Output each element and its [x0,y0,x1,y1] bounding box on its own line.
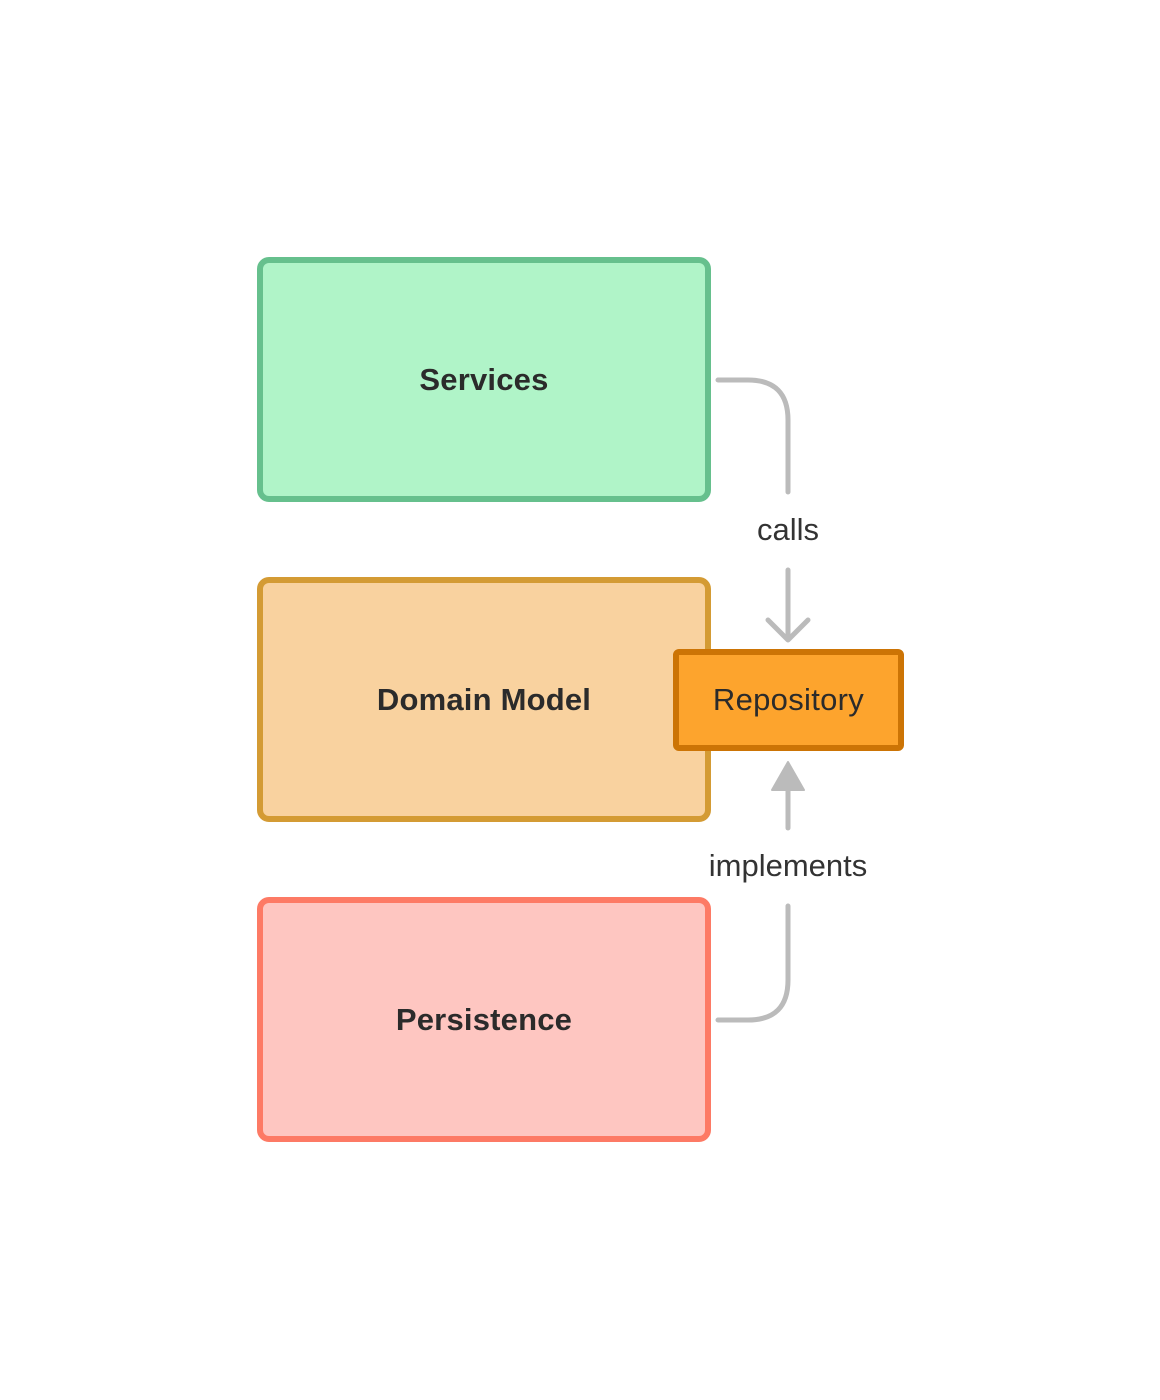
persistence-layer-box[interactable]: Persistence [257,897,711,1142]
calls-edge-label: calls [756,512,820,548]
repository-label: Repository [712,682,865,717]
calls-arrowhead-icon [765,617,811,643]
domain-model-label: Domain Model [376,681,592,717]
repository-box[interactable]: Repository [673,649,904,751]
implements-connector-lower [715,903,791,1023]
implements-edge-label: implements [708,848,868,884]
implements-arrowhead-icon [771,761,805,791]
services-label: Services [419,361,549,397]
calls-connector-upper [715,377,791,495]
persistence-label: Persistence [395,1001,573,1037]
domain-model-layer-box[interactable]: Domain Model [257,577,711,822]
services-layer-box[interactable]: Services [257,257,711,502]
